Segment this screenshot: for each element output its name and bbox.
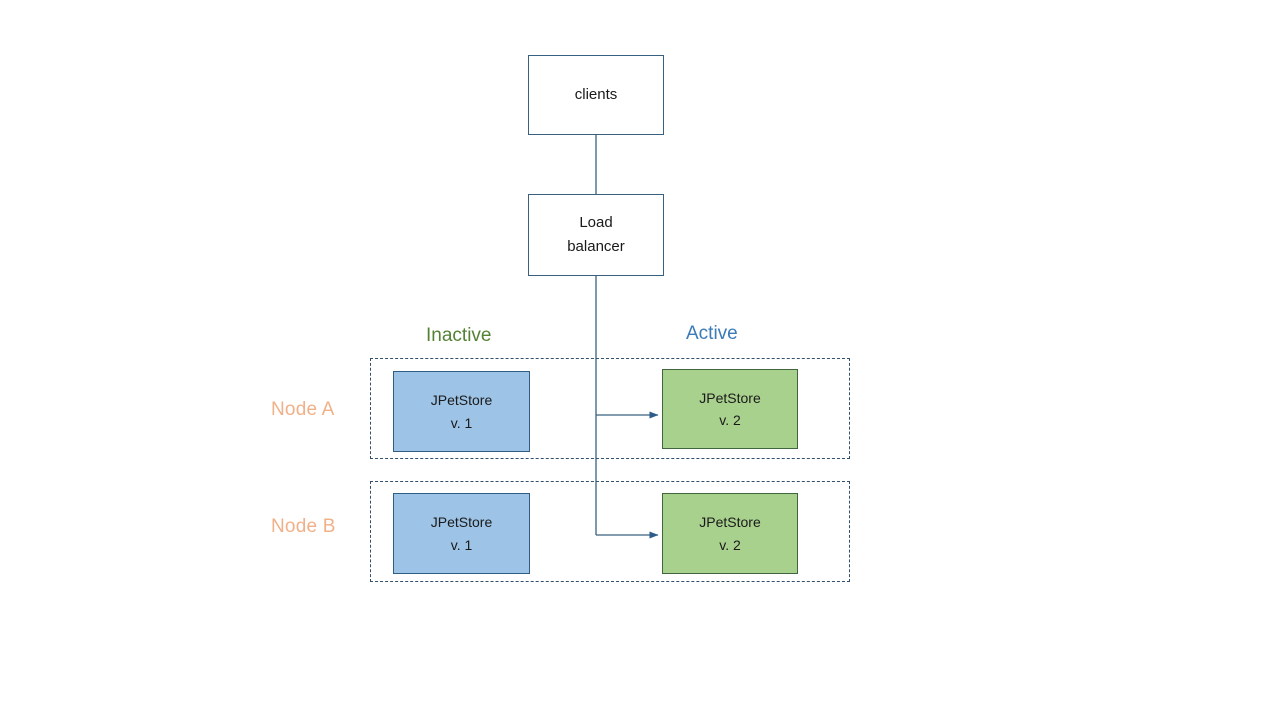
service-version: v. 2 [719,412,741,428]
load-balancer-box[interactable]: Load balancer [528,194,664,276]
column-heading-active: Active [686,323,738,344]
service-version: v. 1 [450,414,473,431]
clients-box[interactable]: clients [528,55,664,135]
load-balancer-label-line-1: Load [579,214,613,232]
service-name: JPetStore [430,514,493,531]
column-heading-inactive: Inactive [426,325,492,346]
node-b-label: Node B [271,516,336,537]
node-a-service-jpetstore-v1[interactable]: JPetStore v. 1 [393,371,530,452]
clients-label: clients [574,86,618,104]
node-b-service-jpetstore-v2[interactable]: JPetStore v. 2 [662,493,798,574]
node-a-label: Node A [271,399,335,420]
node-b-service-jpetstore-v1[interactable]: JPetStore v. 1 [393,493,530,574]
load-balancer-label-line-2: balancer [567,238,625,255]
service-version: v. 2 [719,536,741,553]
node-b-container [370,481,850,582]
node-a-container [370,358,850,459]
service-name: JPetStore [699,514,761,531]
service-name: JPetStore [430,392,493,409]
service-version: v. 1 [450,536,473,553]
node-a-service-jpetstore-v2[interactable]: JPetStore v. 2 [662,369,798,449]
service-name: JPetStore [699,389,761,406]
